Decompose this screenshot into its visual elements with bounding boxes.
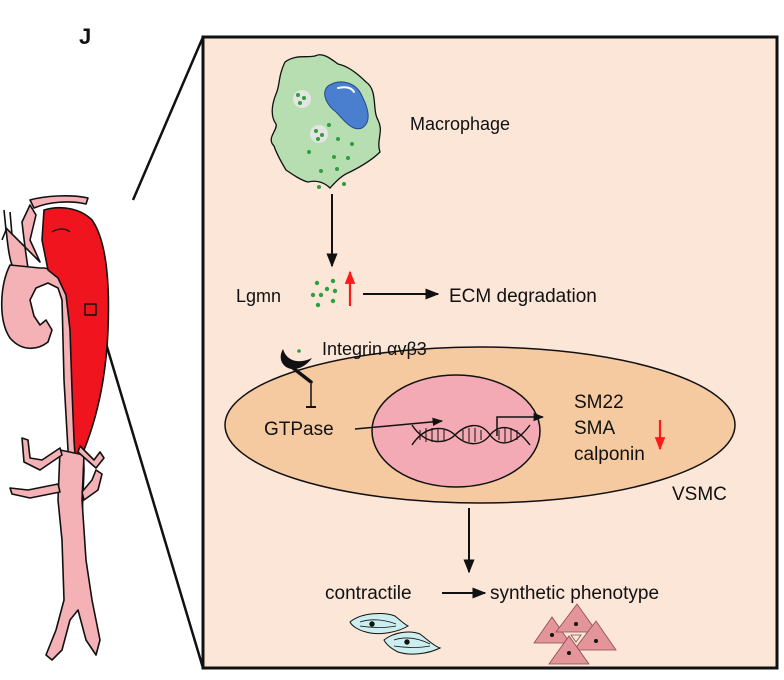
zoom-line-top	[131, 36, 205, 201]
zoom-region-marker	[84, 303, 97, 316]
contractile-label: contractile	[325, 583, 412, 604]
marker-calponin: calponin	[574, 444, 645, 465]
marker-sm22: SM22	[574, 392, 624, 413]
zoom-line-bottom	[94, 309, 205, 669]
contractile-cells-icon	[349, 613, 442, 655]
macrophage-icon	[270, 54, 381, 189]
lgmn-label: Lgmn	[236, 286, 281, 306]
marker-sma: SMA	[574, 418, 616, 439]
dna-helix-icon	[411, 424, 531, 446]
integrin-receptor-icon	[280, 349, 313, 384]
ecm-degradation-label: ECM degradation	[449, 286, 597, 307]
synthetic-phenotype-label: synthetic phenotype	[490, 583, 659, 604]
transcription-arrow	[496, 412, 545, 436]
panel-letter: J	[79, 24, 91, 49]
synthetic-cells-icon	[533, 603, 617, 665]
integrin-label: Integrin αvβ3	[322, 339, 427, 359]
vsmc-label: VSMC	[672, 484, 727, 505]
arrow-gtpase-to-nucleus	[354, 417, 444, 430]
macrophage-label: Macrophage	[410, 114, 510, 134]
nucleus	[371, 374, 541, 488]
aorta-illustration	[0, 195, 110, 661]
gtpase-label: GTPase	[264, 419, 334, 440]
lgmn-dots-icon	[310, 278, 338, 308]
